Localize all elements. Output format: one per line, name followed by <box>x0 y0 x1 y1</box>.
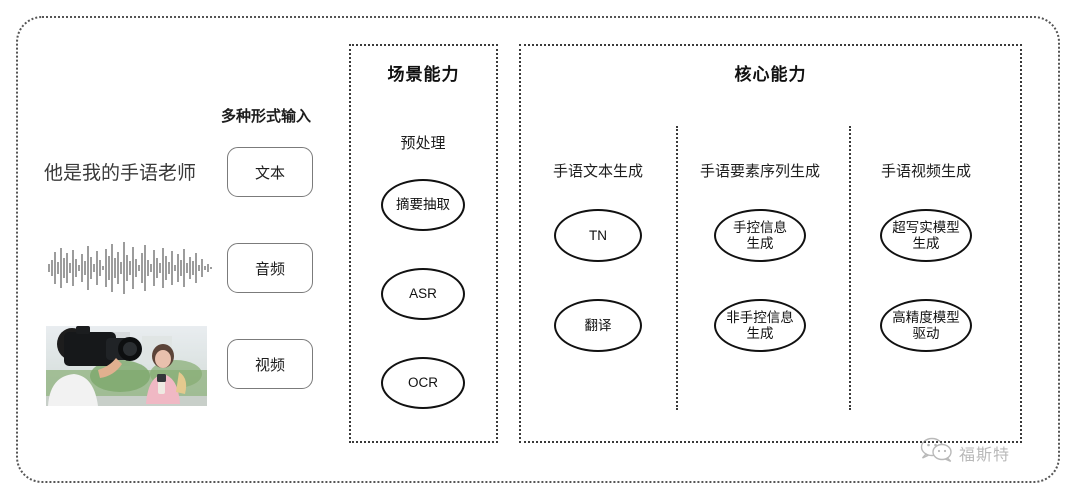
core-column-header-sign-elements: 手语要素序列生成 <box>699 163 821 180</box>
node-manual-signal-generation[interactable]: 手控信息 生成 <box>714 209 806 262</box>
audio-waveform-icon <box>44 240 216 296</box>
core-capability-title: 核心能力 <box>734 65 807 84</box>
modality-pill-text[interactable]: 文本 <box>227 147 313 197</box>
node-translation[interactable]: 翻译 <box>554 299 642 352</box>
core-column-divider-1 <box>676 126 678 410</box>
watermark: 福斯特 <box>920 437 1010 468</box>
modality-pill-video-label: 视频 <box>254 356 285 374</box>
watermark-text: 福斯特 <box>959 446 1011 464</box>
scene-column-header-preprocess: 预处理 <box>400 135 446 152</box>
scene-capability-title: 场景能力 <box>387 65 460 84</box>
node-tn[interactable]: TN <box>554 209 642 262</box>
wechat-icon <box>920 437 954 468</box>
node-photoreal-model-generation[interactable]: 超写实模型 生成 <box>880 209 972 262</box>
outer-frame <box>16 16 1060 483</box>
modality-pill-video[interactable]: 视频 <box>227 339 313 389</box>
core-column-header-sign-text: 手语文本生成 <box>552 163 644 180</box>
modality-pill-audio[interactable]: 音频 <box>227 243 313 293</box>
sample-sentence: 他是我的手语老师 <box>44 163 197 184</box>
scene-capability-section: 场景能力 <box>349 44 498 443</box>
node-asr[interactable]: ASR <box>381 268 465 320</box>
node-ocr[interactable]: OCR <box>381 357 465 409</box>
core-capability-section: 核心能力 <box>519 44 1022 443</box>
node-high-precision-model-driving[interactable]: 高精度模型 驱动 <box>880 299 972 352</box>
node-summary-extraction[interactable]: 摘要抽取 <box>381 179 465 231</box>
input-section-header: 多种形式输入 <box>221 108 312 125</box>
modality-pill-audio-label: 音频 <box>254 260 285 278</box>
node-non-manual-signal-generation[interactable]: 非手控信息 生成 <box>714 299 806 352</box>
core-column-header-sign-video: 手语视频生成 <box>880 163 972 180</box>
modality-pill-text-label: 文本 <box>254 164 285 182</box>
video-thumbnail-icon <box>46 326 207 406</box>
core-column-divider-2 <box>849 126 851 410</box>
